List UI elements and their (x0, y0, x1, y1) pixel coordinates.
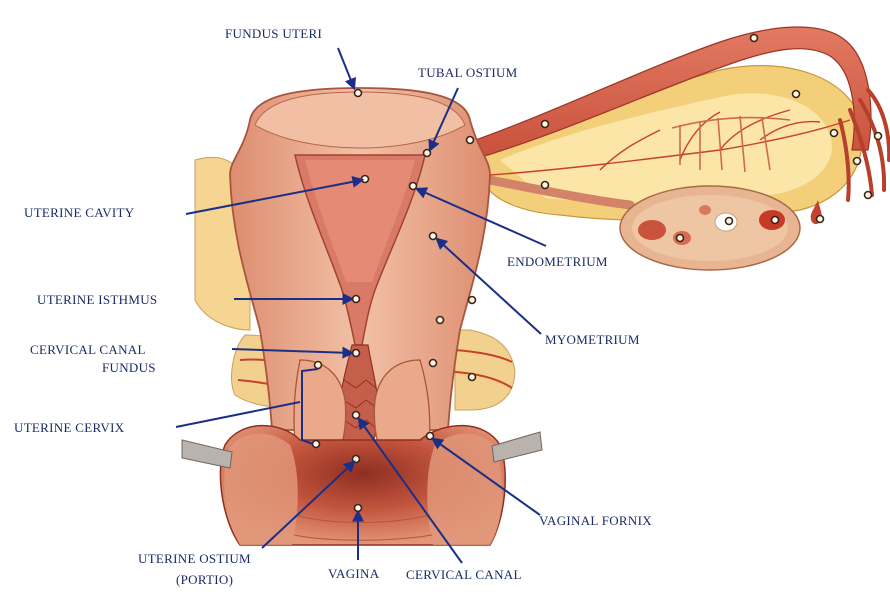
label-fundus-uteri: FUNDUS UTERI (225, 26, 322, 41)
label-vaginal-fornix: VAGINAL FORNIX (539, 513, 652, 528)
label-uterine-isthmus: UTERINE ISTHMUS (37, 292, 157, 307)
label-myometrium: MYOMETRIUM (545, 332, 640, 347)
label-cervical-canal-fundus-line1: CERVICAL CANAL (30, 342, 146, 357)
label-uterine-ostium-line2: (PORTIO) (176, 572, 233, 587)
label-uterine-cervix: UTERINE CERVIX (14, 420, 125, 435)
anatomy-illustration (182, 27, 889, 545)
label-cervical-canal: CERVICAL CANAL (406, 567, 522, 582)
label-uterine-cavity: UTERINE CAVITY (24, 205, 135, 220)
vaginal-wall-left (224, 434, 298, 545)
label-endometrium: ENDOMETRIUM (507, 254, 608, 269)
mesosalpinx-light (500, 93, 832, 202)
label-cervical-canal-fundus-line2: FUNDUS (102, 360, 156, 375)
right-parametrium (455, 330, 515, 410)
label-vagina: VAGINA (328, 566, 380, 581)
label-uterine-ostium-line1: UTERINE OSTIUM (138, 551, 251, 566)
vaginal-wall-right (427, 434, 502, 545)
label-tubal-ostium: TUBAL OSTIUM (418, 65, 518, 80)
leader-fundus-uteri (338, 48, 354, 88)
